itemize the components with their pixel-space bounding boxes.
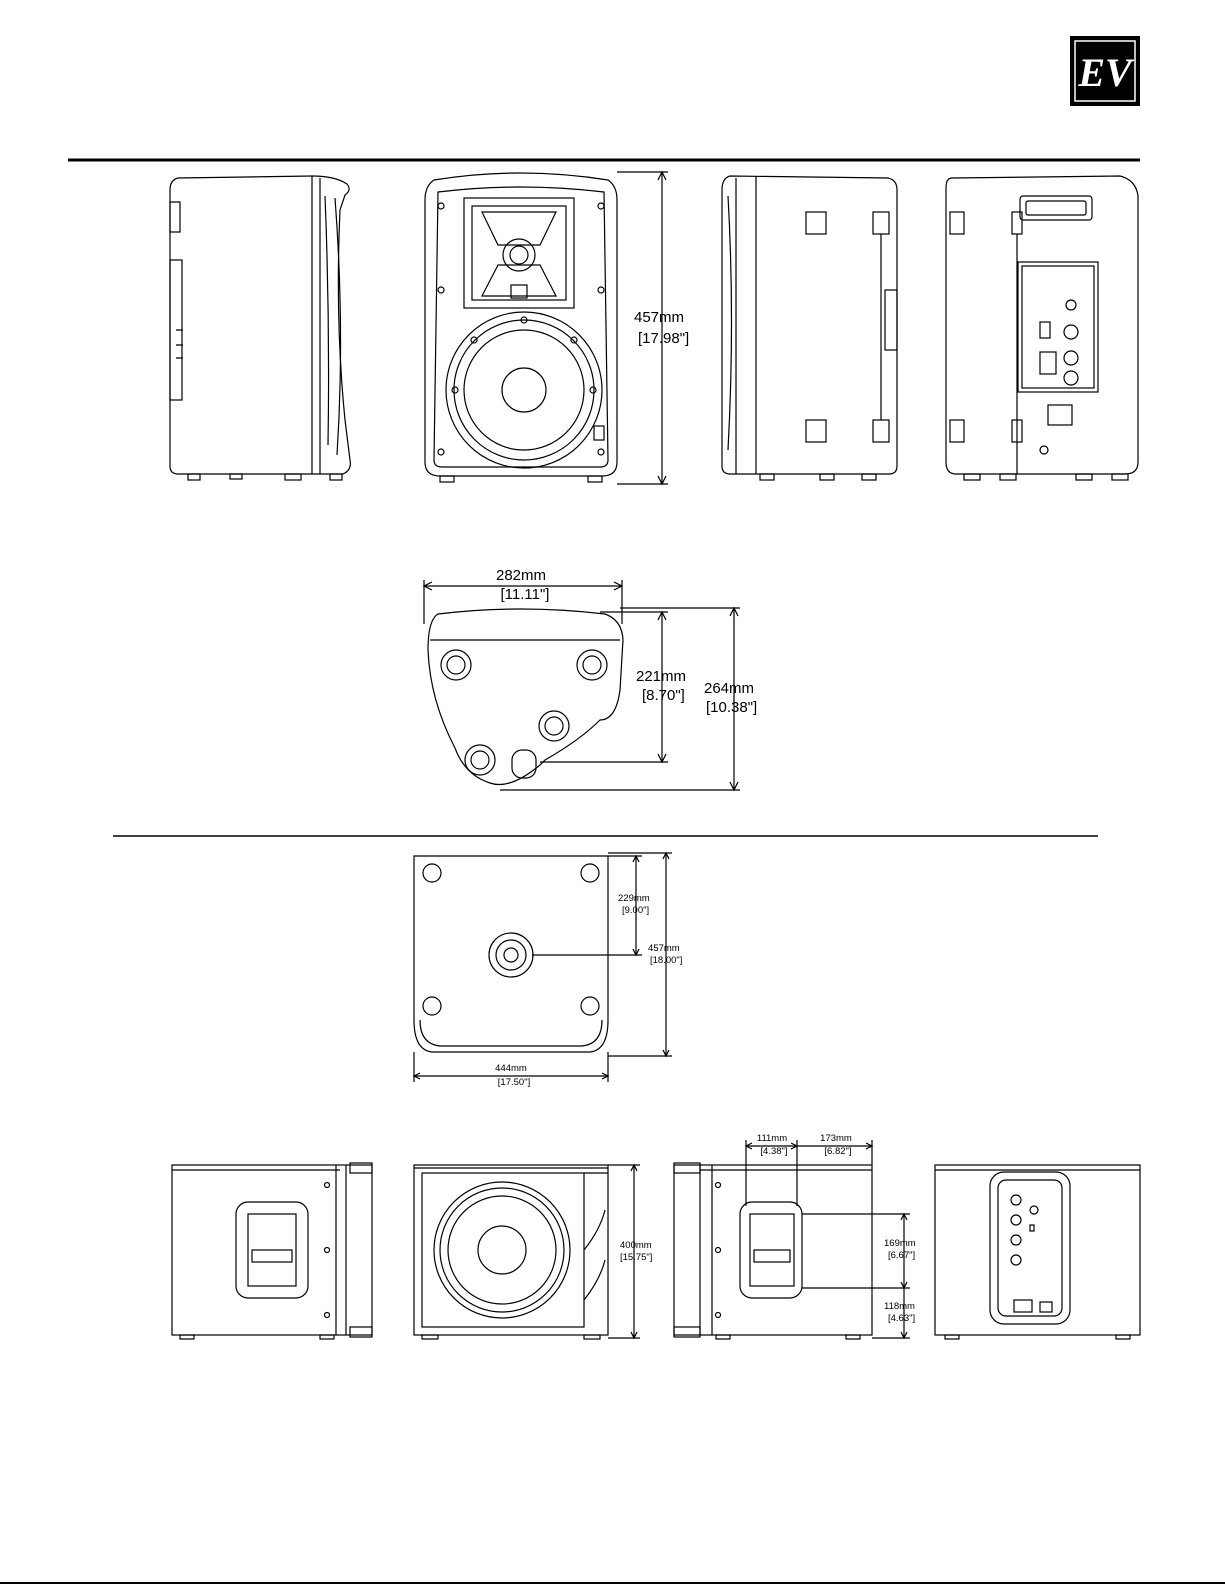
dim-label: [9.00"] [622,905,649,916]
dim-label: 400mm [620,1240,652,1251]
logo-text: EV [1077,50,1135,95]
dimension-sub-height: 400mm [15.75"] [608,1165,652,1338]
speaker-base-view [428,609,623,785]
dim-label: 444mm [495,1063,527,1074]
dim-label: 282mm [496,567,546,584]
dim-label: 169mm [884,1238,916,1249]
dim-label: 457mm [634,309,684,326]
dim-label: [15.75"] [620,1252,652,1263]
dim-label: [6.67"] [888,1250,915,1261]
dim-label: [10.38"] [706,699,757,716]
speaker-front-view [425,173,617,482]
dim-label: 111mm [757,1133,787,1144]
dim-label: [6.82"] [824,1146,851,1157]
subwoofer-top-view [414,856,608,1052]
dim-label: 173mm [820,1133,852,1144]
dimension-handle-rear: 173mm [6.82"] [797,1133,872,1165]
dimension-front-height: 457mm [17.98"] [617,172,689,484]
dimension-base-width: 282mm [11.11"] [424,567,622,624]
subwoofer-side-view-left [172,1163,372,1339]
dim-label: [4.63"] [888,1313,915,1324]
dim-label: [17.98"] [638,330,689,347]
dimension-handle-bottom: 118mm [4.63"] [872,1288,915,1338]
speaker-rear-view [946,176,1138,480]
ev-logo: EV [1070,36,1140,106]
dim-label: [18.00"] [650,955,682,966]
dim-label: [11.11"] [501,586,550,603]
speaker-side-view-right [722,176,897,480]
dim-label: [8.70"] [642,687,685,704]
dim-label: 264mm [704,680,754,697]
speaker-side-view-left [170,176,350,480]
dim-label: 118mm [884,1301,915,1312]
dimension-base-depth-a: 221mm [8.70"] [540,612,686,762]
dimension-handle-height: 169mm [6.67"] [802,1214,916,1288]
dimension-sub-width: 444mm [17.50"] [414,1052,608,1088]
subwoofer-side-view-right [674,1163,872,1339]
subwoofer-front-view [414,1165,608,1339]
subwoofer-rear-view [935,1165,1140,1339]
dim-label: 457mm [648,943,680,954]
dimension-sub-half-depth: 229mm [9.00"] [532,856,650,955]
dimension-base-depth-b: 264mm [10.38"] [500,608,757,790]
dim-label: 221mm [636,668,686,685]
dim-label: [4.38"] [760,1146,787,1157]
dim-label: [17.50"] [498,1077,530,1088]
dim-label: 229mm [618,893,650,904]
